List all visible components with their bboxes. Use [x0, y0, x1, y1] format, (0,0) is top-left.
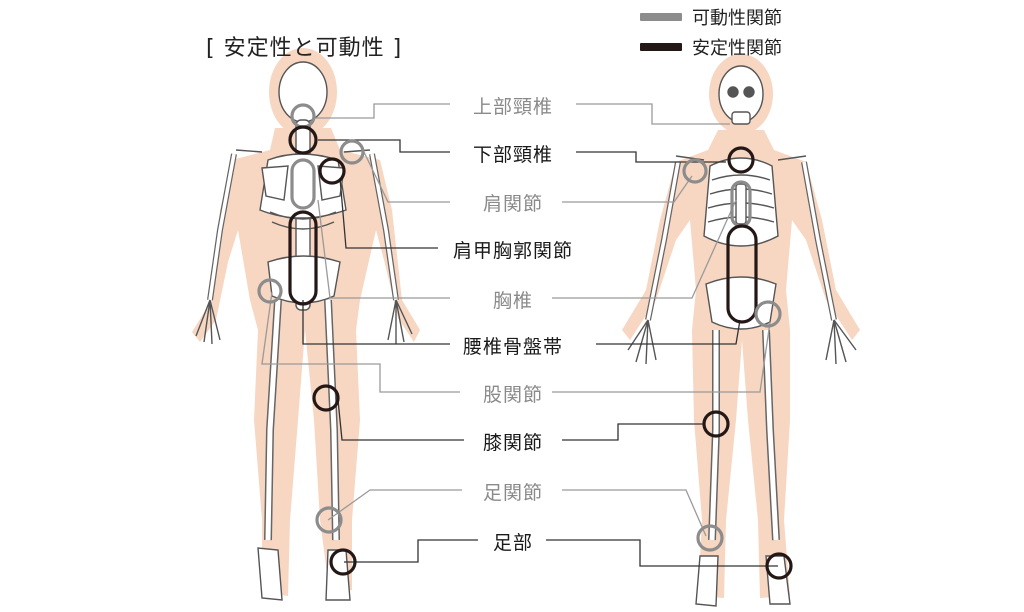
leader-lower-cervical-front [576, 151, 726, 163]
leader-lines [261, 103, 778, 567]
leader-thoracic-back [317, 199, 450, 299]
legend-mobile-swatch [640, 13, 682, 21]
marker-knee-front [702, 410, 730, 438]
leader-shoulder-back [363, 151, 450, 203]
front-skeleton [627, 65, 857, 607]
label-knee: 膝関節 [482, 432, 544, 454]
leader-foot-front [546, 539, 778, 567]
legend-mobile: 可動性関節 [640, 4, 782, 30]
leader-thoracic-front [552, 199, 737, 299]
label-foot: 足部 [492, 532, 534, 554]
diagram-title: [ 安定性と可動性 ] [206, 36, 403, 61]
legend-stable: 安定性関節 [640, 34, 782, 60]
leader-lumbopelvic-back [302, 300, 450, 345]
leader-knee-front [562, 423, 704, 441]
leader-lower-cervical-back [318, 139, 450, 153]
marker-lower-cervical-back [288, 125, 318, 155]
label-lumbopelvic: 腰椎骨盤帯 [462, 336, 564, 358]
marker-hip-back [257, 278, 283, 304]
marker-ankle-back [315, 506, 343, 534]
label-thoracic: 胸椎 [492, 290, 534, 312]
leader-foot-back [344, 539, 478, 563]
leader-shoulder-front [562, 175, 693, 203]
leader-scapulothoracic-back [339, 177, 438, 249]
marker-lumbopelvic-back [288, 210, 318, 306]
leader-upper-cervical-back [314, 103, 450, 119]
marker-thoracic-back [290, 158, 316, 210]
leader-ankle-front [562, 489, 707, 537]
marker-lumbopelvic-front [726, 224, 758, 324]
marker-lower-cervical-front [727, 146, 755, 174]
label-lower-cervical: 下部頸椎 [472, 144, 554, 166]
marker-shoulder-front [682, 158, 708, 184]
leader-hip-front [552, 321, 771, 393]
leader-ankle-back [327, 489, 462, 521]
label-shoulder: 肩関節 [482, 193, 544, 215]
legend-mobile-label: 可動性関節 [692, 8, 782, 29]
label-ankle: 足関節 [482, 482, 544, 504]
leader-hip-back [261, 291, 460, 393]
marker-hip-front [754, 300, 782, 328]
joint-markers [257, 103, 793, 580]
marker-foot-front [765, 552, 793, 580]
legend-stable-label: 安定性関節 [692, 38, 782, 59]
leader-knee-back [337, 399, 464, 441]
label-upper-cervical: 上部頸椎 [472, 96, 554, 118]
leader-lumbopelvic-front [596, 319, 741, 345]
leader-upper-cervical-front [576, 103, 730, 125]
marker-knee-back [312, 384, 340, 412]
legend-stable-swatch [640, 43, 682, 51]
marker-ankle-front [696, 524, 724, 552]
marker-scapulothoracic-back [318, 157, 346, 185]
marker-shoulder-back [339, 139, 365, 165]
label-scapulothoracic: 肩甲胸郭関節 [452, 240, 574, 262]
marker-foot-back [329, 548, 357, 576]
label-hip: 股関節 [482, 384, 544, 406]
